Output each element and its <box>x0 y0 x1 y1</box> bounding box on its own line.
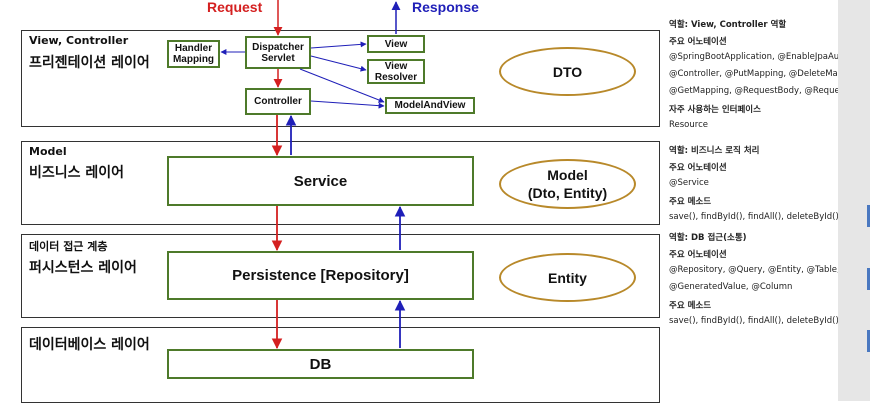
strip-marker <box>867 330 870 352</box>
view-resolver-box: View Resolver <box>367 59 425 84</box>
side-note-line: 역할: 비즈니스 로직 처리 <box>669 146 760 156</box>
dispatcher-to-resolver-arrow <box>310 55 367 72</box>
side-note-line: 역할: View, Controller 역할 <box>669 20 787 30</box>
entity-ellipse: Entity <box>499 253 636 302</box>
right-scroll-strip <box>838 0 870 401</box>
side-note-line: @Controller, @PutMapping, @DeleteMapping… <box>669 69 865 79</box>
side-note-line: 주요 어노테이션 <box>669 163 727 173</box>
side-note-line: @GetMapping, @RequestBody, @RequestParam <box>669 86 870 96</box>
response-label: Response <box>412 0 479 15</box>
persistence-layer-label: 데이터 접근 계층 <box>29 240 108 253</box>
model-ellipse-line1: Model <box>547 167 588 183</box>
side-note-line: 주요 어노테이션 <box>669 250 727 260</box>
handler-mapping-box: Handler Mapping <box>167 40 220 68</box>
database-layer-name: 데이터베이스 레이어 <box>29 337 150 353</box>
persistence-repository-box: Persistence [Repository] <box>167 251 474 300</box>
dispatcher-to-modelandview-arrow <box>299 68 385 103</box>
view-box: View <box>367 35 425 53</box>
service-box: Service <box>167 156 474 206</box>
persistence-layer-name: 퍼시스턴스 레이어 <box>29 260 137 276</box>
side-note-line: 주요 어노테이션 <box>669 37 727 47</box>
business-layer-label: Model <box>29 145 67 158</box>
presentation-layer-label: View, Controller <box>29 34 129 47</box>
db-box: DB <box>167 349 474 379</box>
side-note-line: @Repository, @Query, @Entity, @Table, @I… <box>669 265 862 275</box>
presentation-layer-name: 프리젠테이션 레이어 <box>29 55 150 71</box>
dispatcher-servlet-box: Dispatcher Servlet <box>245 36 311 69</box>
side-note-line: 자주 사용하는 인터페이스 <box>669 105 761 115</box>
side-note-line: 주요 메소드 <box>669 197 712 207</box>
side-note-line: 주요 메소드 <box>669 301 712 311</box>
business-layer-name: 비즈니스 레이어 <box>29 165 125 181</box>
side-note-line: save(), findById(), findAll(), deleteByI… <box>669 212 870 222</box>
side-note-line: save(), findById(), findAll(), deleteByI… <box>669 316 870 326</box>
dto-ellipse: DTO <box>499 47 636 96</box>
model-and-view-box: ModelAndView <box>385 97 475 114</box>
strip-marker <box>867 205 870 227</box>
model-ellipse: Model (Dto, Entity) <box>499 159 636 209</box>
side-note-line: @Service <box>669 178 709 188</box>
side-note-line: Resource <box>669 120 708 130</box>
model-ellipse-line2: (Dto, Entity) <box>527 185 608 201</box>
strip-marker <box>867 268 870 290</box>
side-note-line: @SpringBootApplication, @EnableJpaAuditi… <box>669 52 867 62</box>
request-label: Request <box>207 0 263 15</box>
controller-to-modelandview-arrow <box>310 100 385 109</box>
dispatcher-to-view-arrow <box>310 41 367 49</box>
side-note-line: 역할: DB 접근(소통) <box>669 233 747 243</box>
controller-box: Controller <box>245 88 311 115</box>
side-note-line: @GeneratedValue, @Column <box>669 282 793 292</box>
